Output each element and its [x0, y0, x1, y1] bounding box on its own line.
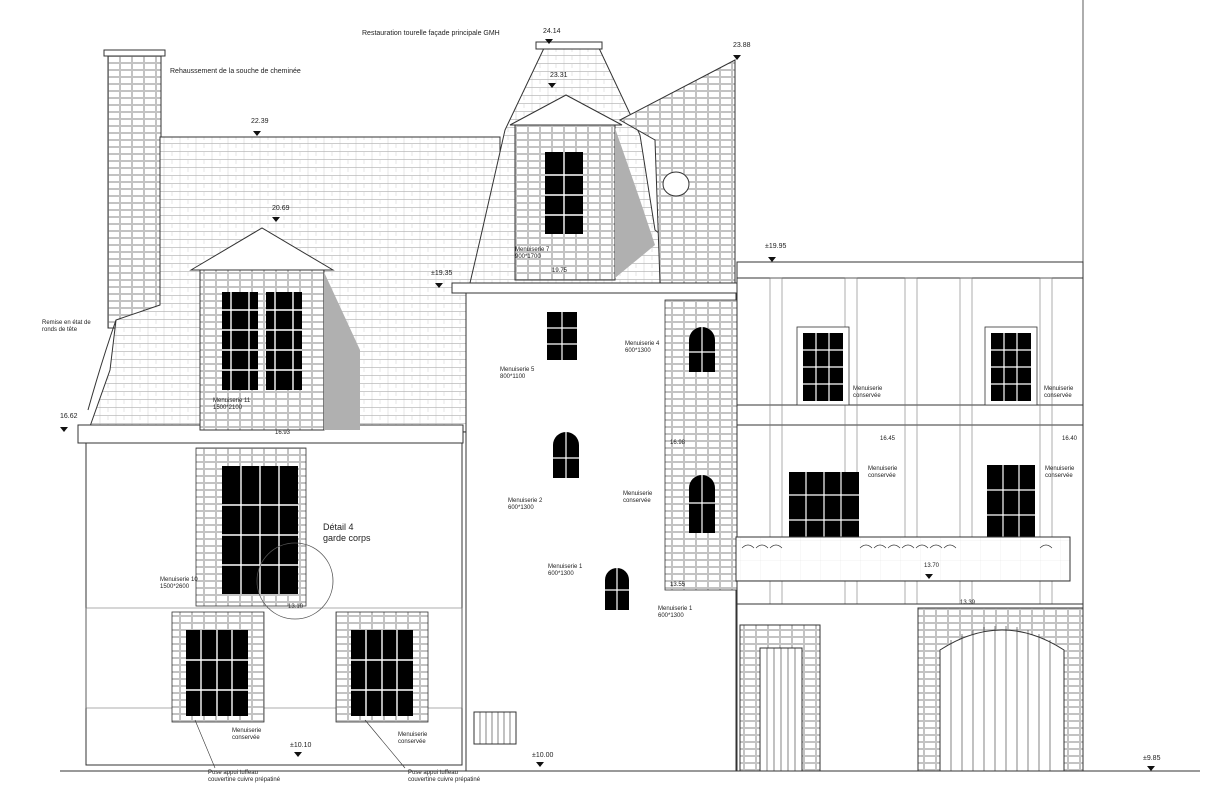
- cellar-grille: [473, 711, 517, 745]
- level-marker-1995: [768, 257, 776, 262]
- note-remise: Remise en état de ronds de tête: [42, 320, 91, 333]
- note-restauration: Restauration tourelle façade principale …: [362, 30, 500, 37]
- level-marker-2069: [272, 217, 280, 222]
- elev-2414: 24.14: [543, 28, 561, 35]
- level-marker-2388: [733, 55, 741, 60]
- level-marker-2331: [548, 83, 556, 88]
- tower-cornice: [451, 282, 747, 294]
- elev-1698: 16.98: [670, 440, 686, 446]
- elev-985: ±9.85: [1143, 755, 1161, 762]
- left-dormer-shadow: [324, 272, 360, 430]
- label-menuiserie-1b: Menuiserie 1 600*1300: [658, 606, 693, 619]
- elev-1935: ±19.35: [431, 270, 453, 277]
- label-menuiserie-11: Menuiserie 11 1500*2100: [213, 398, 251, 411]
- label-menuiserie-4: Menuiserie 4 600*1300: [625, 341, 660, 354]
- level-marker-985: [1147, 766, 1155, 771]
- label-conservee-right: Menuiserie conservée: [398, 732, 428, 745]
- balustrade: [735, 536, 1071, 582]
- label-conservee-e1: Menuiserie conservée: [853, 386, 883, 399]
- level-marker-1370: [925, 574, 933, 579]
- elev-2331: 23.31: [550, 72, 568, 79]
- label-menuiserie-2: Menuiserie 2 600*1300: [508, 498, 543, 511]
- label-menuiserie-1: Menuiserie 1 600*1300: [548, 564, 583, 577]
- chimney-cap: [103, 49, 166, 57]
- label-conservee-e4: Menuiserie conservée: [1045, 466, 1075, 479]
- elev-1662: 16.62: [60, 413, 78, 420]
- level-marker-1935: [435, 283, 443, 288]
- elev-1000: ±10.00: [532, 752, 554, 759]
- label-conservee-mid: Menuiserie conservée: [623, 491, 653, 504]
- right-wing-cornice: [736, 261, 1084, 279]
- elev-1645: 16.45: [880, 436, 896, 442]
- elev-2388: 23.88: [733, 42, 751, 49]
- chimney: [107, 52, 162, 329]
- window-menuiserie-11-left: [222, 292, 258, 390]
- elev-1693: 16.93: [275, 430, 291, 436]
- level-marker-2414: [545, 39, 553, 44]
- carriage-gate: [939, 629, 1065, 772]
- level-marker-1010: [294, 752, 302, 757]
- elev-1995: ±19.95: [765, 243, 787, 250]
- note-pose-right: Pose appui tuffeau couvertine cuivre pré…: [408, 770, 481, 783]
- label-conservee-e2: Menuiserie conservée: [1044, 386, 1074, 399]
- back-gable: [618, 59, 736, 284]
- elev-1975: 19.75: [552, 268, 568, 274]
- detail-4-circle: [256, 542, 334, 620]
- elev-1370: 13.70: [924, 563, 940, 569]
- elev-1355: 13.55: [670, 582, 686, 588]
- roof-curve: [87, 319, 117, 411]
- leader-pose-left: [194, 719, 216, 769]
- leader-pose-right: [364, 719, 406, 769]
- elev-2239: 22.39: [251, 118, 269, 125]
- level-marker-2239: [253, 131, 261, 136]
- oculus: [662, 171, 690, 197]
- elev-1010: ±10.10: [290, 742, 312, 749]
- elev-1310: 13.10: [288, 604, 304, 610]
- tower-finial: [535, 41, 603, 50]
- note-rehaussement: Rehaussement de la souche de cheminée: [170, 68, 301, 75]
- level-marker-1000: [536, 762, 544, 767]
- label-menuiserie-7: Menuiserie 7 900*1700: [515, 247, 550, 260]
- elev-2069: 20.69: [272, 205, 290, 212]
- window-menuiserie-11-right: [266, 292, 302, 390]
- left-dormer: [199, 269, 325, 431]
- level-marker-1662: [60, 427, 68, 432]
- label-menuiserie-5: Menuiserie 5 800*1100: [500, 367, 535, 380]
- label-conservee-left: Menuiserie conservée: [232, 728, 262, 741]
- note-detail-4: Détail 4 garde corps: [323, 522, 371, 543]
- label-menuiserie-10: Menuiserie 10 1500*2600: [160, 577, 198, 590]
- left-plinth: [85, 607, 463, 709]
- elev-1640: 16.40: [1062, 436, 1078, 442]
- elev-1339: 13.39: [960, 600, 976, 606]
- tower-dormer-shadow: [615, 128, 655, 278]
- note-pose-left: Pose appui tuffeau couvertine cuivre pré…: [208, 770, 281, 783]
- label-conservee-e3: Menuiserie conservée: [868, 466, 898, 479]
